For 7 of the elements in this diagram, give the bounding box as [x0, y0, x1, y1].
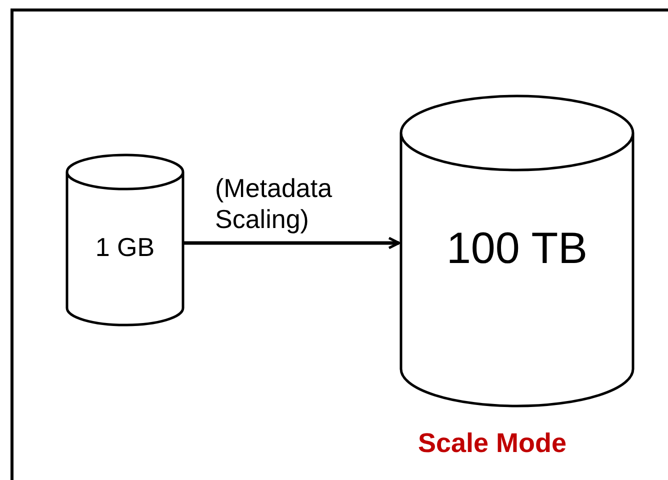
database-cylinder: [66, 155, 184, 325]
cylinder-label: 1 GB: [94, 232, 156, 264]
edge-label: (Metadata Scaling): [215, 173, 334, 234]
cylinder-label: 100 TB: [445, 224, 589, 274]
arrow: [184, 236, 400, 250]
mode-caption: Scale Mode: [418, 428, 567, 459]
database-cylinder: [400, 96, 634, 406]
